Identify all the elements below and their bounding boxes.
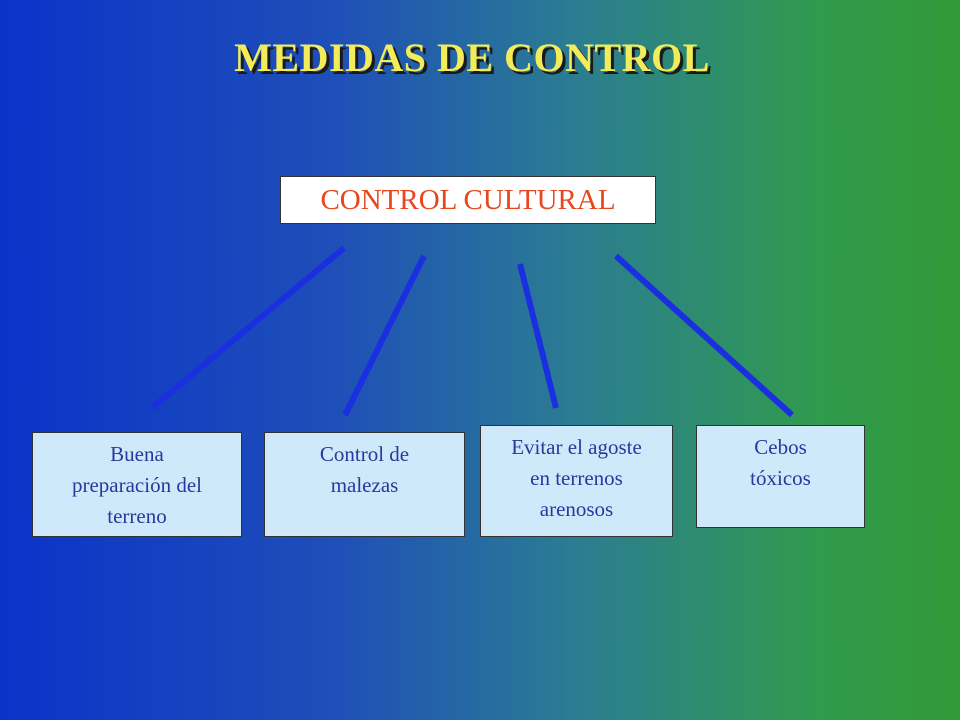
- leaf-node-line: tóxicos: [750, 466, 811, 490]
- leaf-node-preparacion-terreno: Buena preparación del terreno: [32, 432, 242, 537]
- connector-line-2: [342, 254, 427, 417]
- leaf-node-line: Control de: [319, 442, 410, 466]
- slide-title: MEDIDAS DE CONTROL: [234, 35, 710, 80]
- leaf-node-line: malezas: [330, 473, 399, 497]
- leaf-node-line: terreno: [107, 504, 167, 528]
- leaf-node-line: arenosos: [539, 497, 614, 521]
- connector-line-3: [517, 263, 559, 409]
- root-node-control-cultural: CONTROL CULTURAL: [280, 176, 656, 224]
- leaf-node-line: Buena: [110, 442, 164, 466]
- connector-line-1: [150, 245, 346, 411]
- leaf-node-line: preparación del: [71, 473, 202, 497]
- leaf-node-line: Evitar el agoste: [511, 435, 642, 459]
- root-node-label: CONTROL CULTURAL: [320, 183, 616, 216]
- leaf-node-control-malezas: Control de malezas: [264, 432, 465, 537]
- leaf-node-cebos-toxicos: Cebos tóxicos: [696, 425, 865, 528]
- leaf-node-line: en terrenos: [530, 466, 623, 490]
- leaf-node-line: Cebos: [754, 435, 807, 459]
- connector-line-4: [613, 253, 795, 418]
- leaf-node-evitar-agoste: Evitar el agoste en terrenos arenosos: [480, 425, 673, 537]
